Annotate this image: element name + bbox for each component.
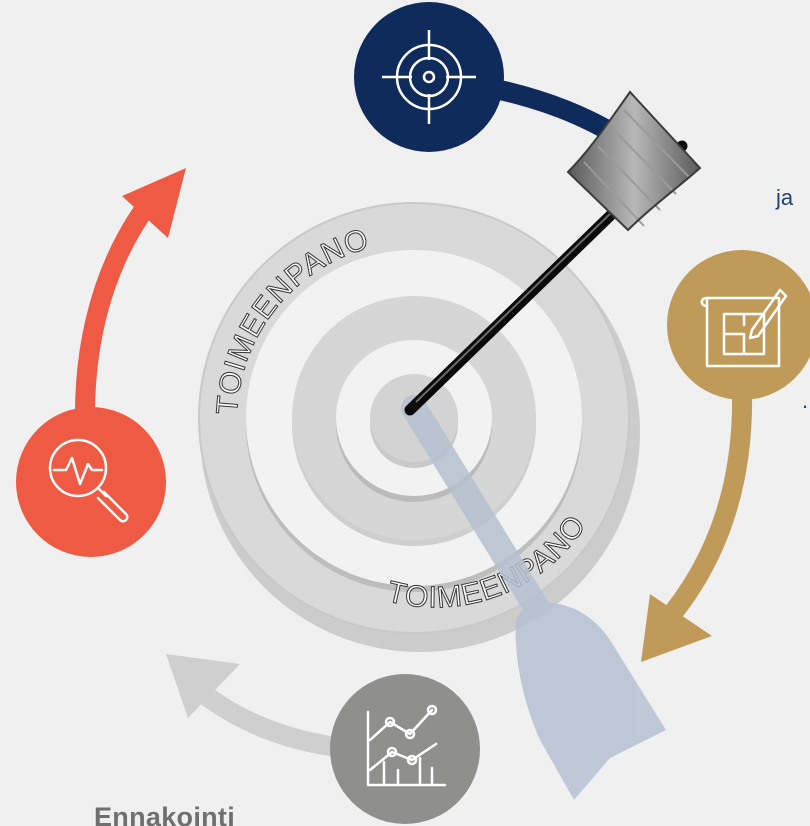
coral-arrowhead [122, 168, 186, 238]
node-analytics [330, 674, 480, 824]
gray-cycle-arrow [186, 678, 340, 756]
target-icon [382, 30, 476, 124]
gray-arrowhead [166, 654, 240, 718]
arrow-fletching [566, 90, 702, 232]
analytics-chart-icon [366, 704, 447, 787]
arrow-shadow [401, 395, 666, 800]
caption-ennakointi: Ennakointi [94, 802, 236, 826]
clipped-text-line-1: ja [776, 185, 794, 210]
node-magnifier [16, 407, 166, 557]
gold-arrowhead [641, 594, 712, 662]
gold-cycle-arrow [652, 380, 753, 636]
node-blueprint [667, 250, 810, 400]
clipped-text-line-3: . [802, 388, 809, 413]
blueprint-icon [700, 288, 788, 368]
node-target [354, 2, 504, 152]
magnifier-pulse-icon [48, 438, 129, 523]
